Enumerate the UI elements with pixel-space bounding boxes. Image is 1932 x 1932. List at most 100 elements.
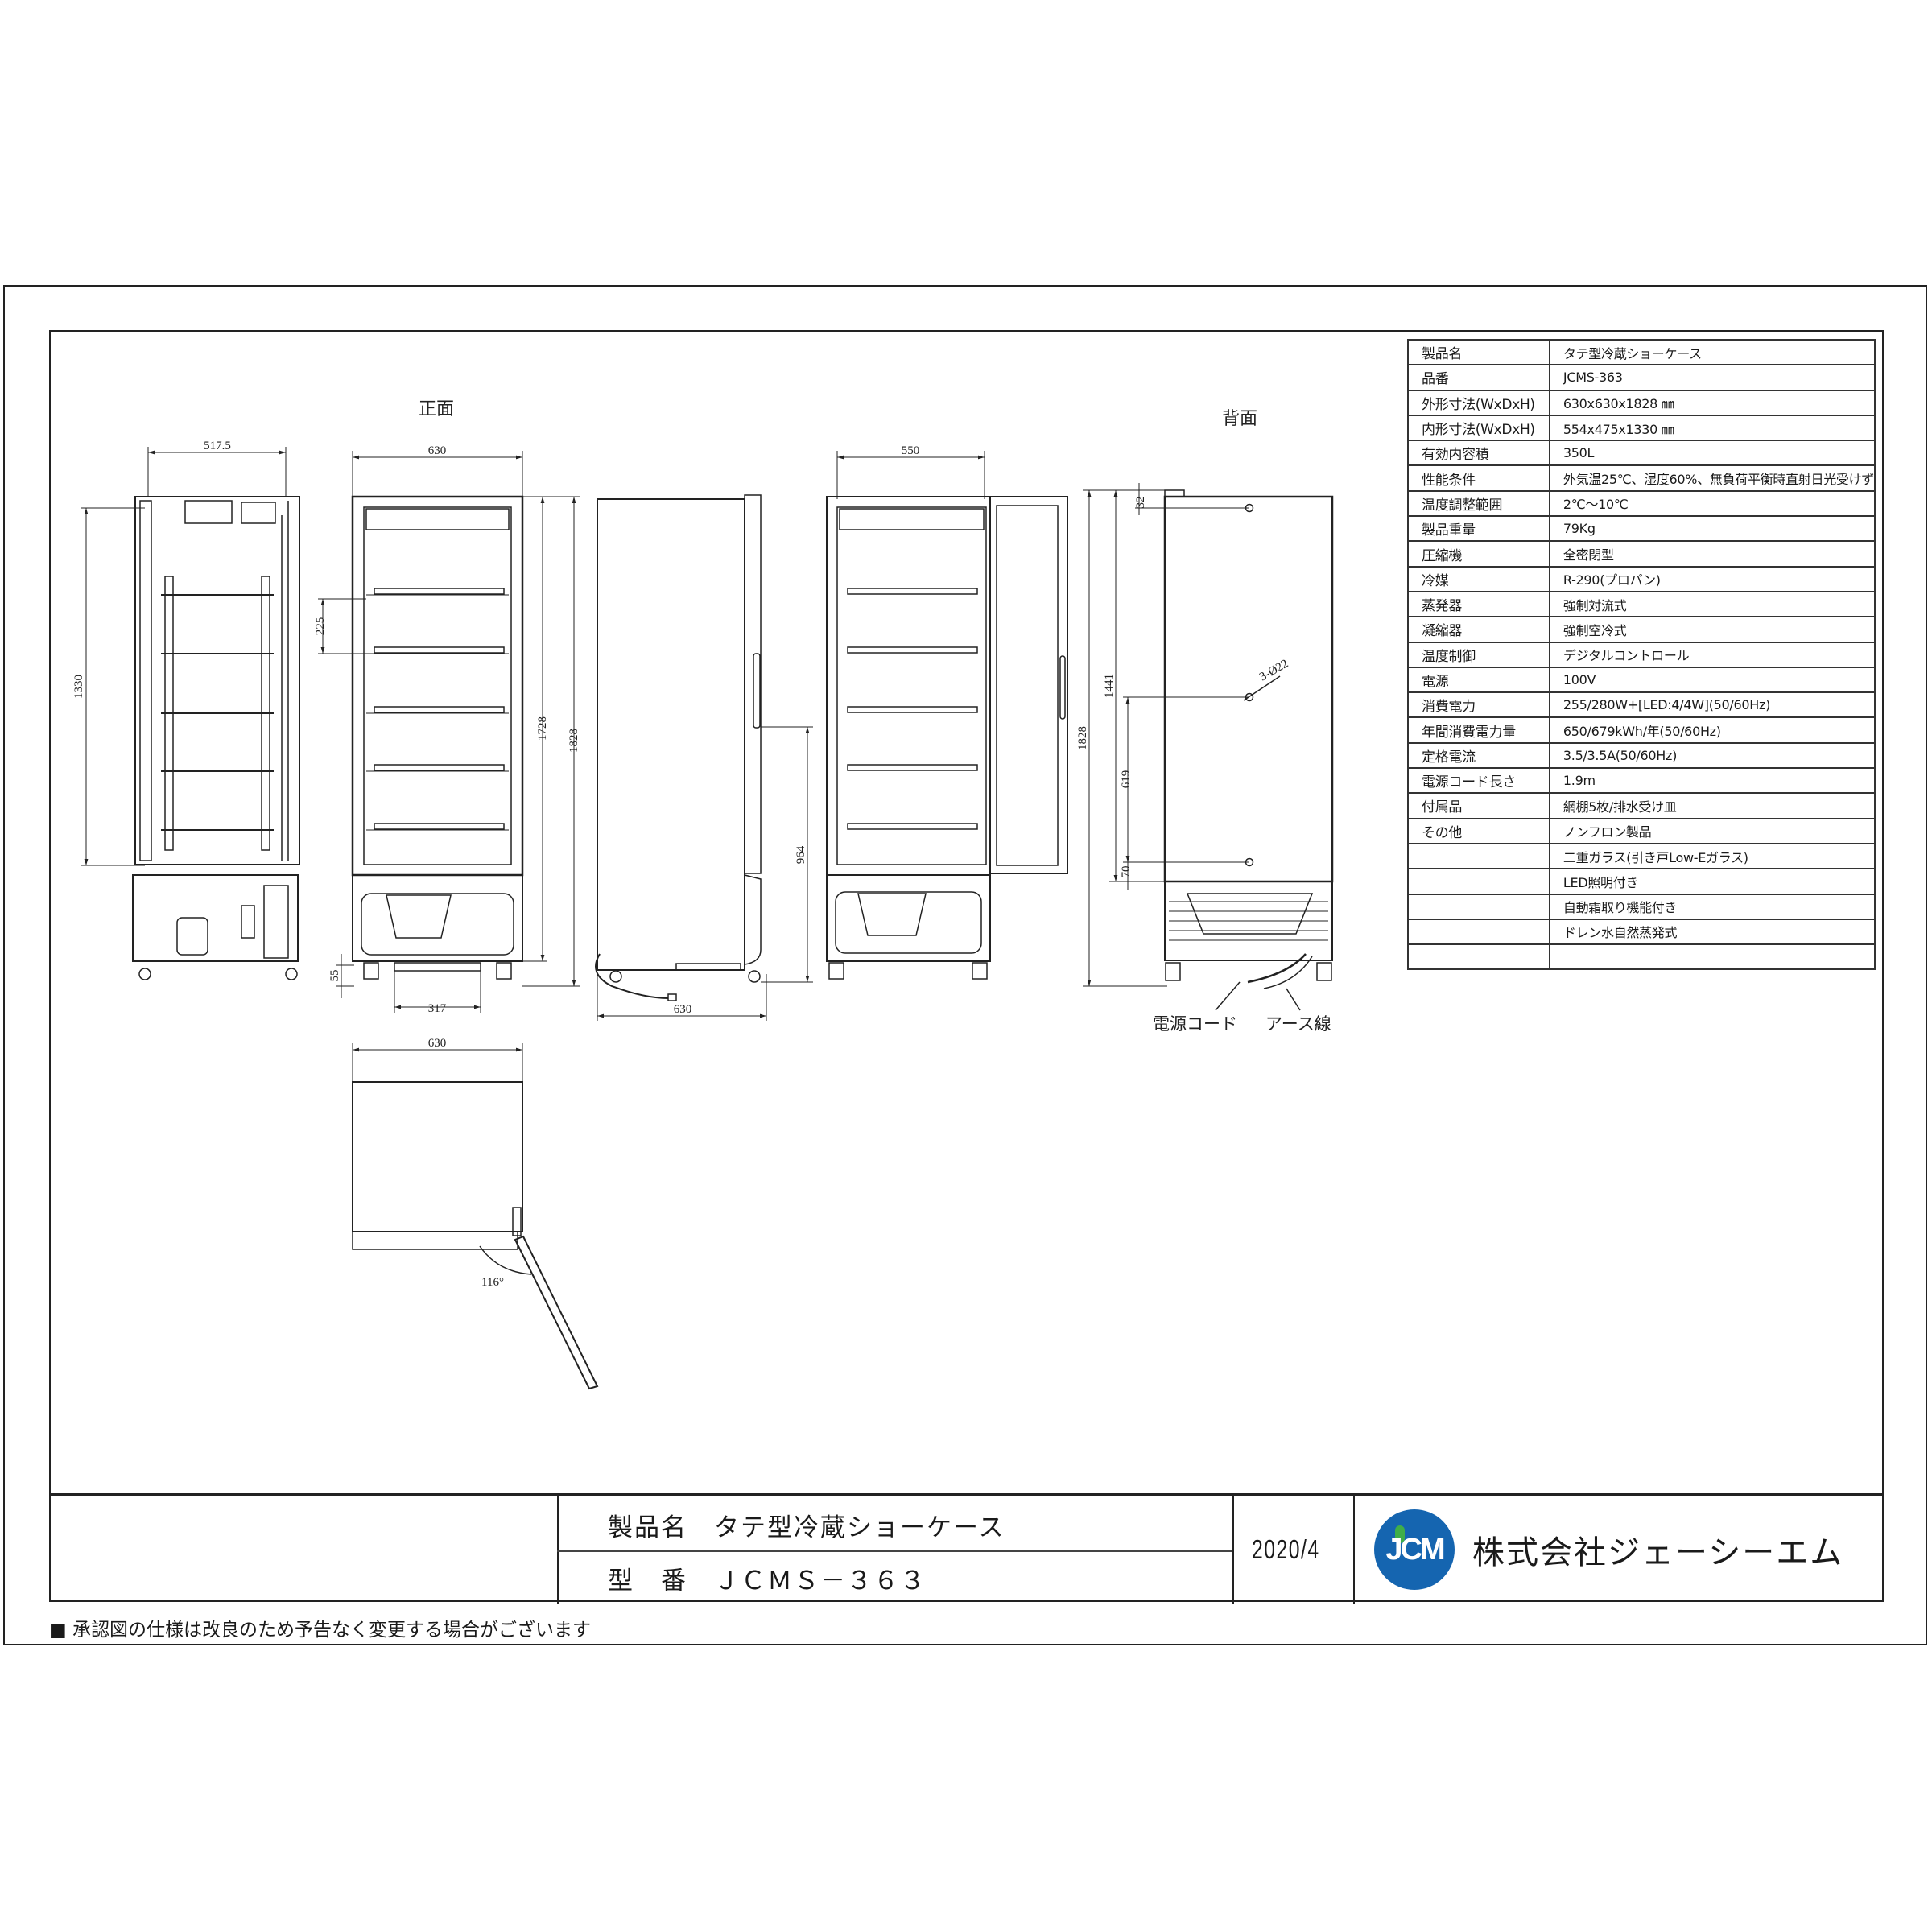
door-angle-arc: [479, 1245, 532, 1275]
spec-value: ノンフロン製品: [1548, 817, 1876, 844]
dim-front-height-total: 1828: [568, 729, 580, 753]
spec-value: デジタルコントロール: [1548, 641, 1876, 668]
dim-shelf-pitch: 225: [314, 617, 327, 636]
spec-label: 圧縮機: [1407, 540, 1550, 568]
spec-label: 製品名: [1407, 338, 1550, 366]
spec-label: [1407, 943, 1550, 971]
spec-label: 温度調整範囲: [1407, 489, 1550, 518]
spec-label: 外形寸法(WxDxH): [1407, 389, 1550, 416]
open-door-outline: [514, 1235, 599, 1390]
drawing-date: 2020/4: [1252, 1534, 1320, 1564]
spec-value: [1548, 943, 1876, 971]
spec-value: 79Kg: [1548, 515, 1876, 543]
dim-rear-height-upper: 1441: [1103, 674, 1116, 698]
spec-value: 1.9m: [1548, 767, 1876, 795]
spec-row: 二重ガラス(引き戸Low-Eガラス): [1407, 842, 1876, 870]
spec-value: 3.5/3.5A(50/60Hz): [1548, 741, 1876, 770]
dim-top-width: 630: [428, 1037, 447, 1050]
dimension-lines: [80, 447, 1249, 1082]
title-block-divider: [557, 1550, 1232, 1552]
spec-label: 蒸発器: [1407, 590, 1550, 618]
top-view: [352, 1081, 599, 1390]
dim-rear-hole-spacing: 619: [1120, 770, 1133, 789]
dim-front-width: 630: [428, 444, 447, 457]
front-shelf: [374, 823, 505, 830]
open-view-shelf: [847, 823, 978, 830]
dimension-labels: 正面 背面 517.5 1330 630 1728 1828 225 55 31…: [72, 399, 1331, 1289]
spec-row: 外形寸法(WxDxH)630x630x1828 ㎜: [1407, 389, 1876, 416]
dim-side-depth: 630: [674, 1003, 692, 1016]
dim-side-inner-width: 517.5: [204, 440, 231, 452]
spec-row: その他ノンフロン製品: [1407, 817, 1876, 844]
spec-value: 強制空冷式: [1548, 616, 1876, 643]
spec-value: 650/679kWh/年(50/60Hz): [1548, 716, 1876, 744]
spec-row: [1407, 943, 1876, 971]
spec-value: 網棚5枚/排水受け皿: [1548, 792, 1876, 819]
spec-row: 蒸発器強制対流式: [1407, 590, 1876, 618]
spec-row: 内形寸法(WxDxH)554x475x1330 ㎜: [1407, 414, 1876, 442]
spec-value: 2℃～10℃: [1548, 489, 1876, 518]
spec-value: LED照明付き: [1548, 868, 1876, 895]
dim-open-width: 550: [902, 444, 920, 457]
spec-value: 554x475x1330 ㎜: [1548, 414, 1876, 442]
spec-value: 強制対流式: [1548, 590, 1876, 618]
dim-rear-top-offset: 32: [1134, 497, 1147, 509]
company-name: 株式会社ジェーシーエム: [1472, 1534, 1844, 1571]
spec-value: 外気温25℃、湿度60%、無負荷平衡時直射日光受けず: [1548, 464, 1876, 492]
spec-row: LED照明付き: [1407, 868, 1876, 895]
title-block-divider: [1353, 1496, 1355, 1604]
dim-rear-height-total: 1828: [1076, 726, 1089, 750]
spec-label: [1407, 842, 1550, 870]
spec-label: 電源: [1407, 666, 1550, 694]
spec-value: 100V: [1548, 666, 1876, 694]
spec-label: 品番: [1407, 364, 1550, 391]
spec-label: 付属品: [1407, 792, 1550, 819]
sheet-outer-border: [3, 285, 1927, 1645]
spec-row: 付属品網棚5枚/排水受け皿: [1407, 792, 1876, 819]
spec-row: 製品名タテ型冷蔵ショーケース: [1407, 338, 1876, 366]
dim-handle-height: 964: [795, 845, 807, 864]
spec-value: 全密閉型: [1548, 540, 1876, 568]
drawing-frame: [49, 330, 1884, 1602]
spec-value: 350L: [1548, 440, 1876, 467]
spec-value: タテ型冷蔵ショーケース: [1548, 338, 1876, 366]
spec-label: [1407, 893, 1550, 920]
spec-value: 255/280W+[LED:4/4W](50/60Hz): [1548, 691, 1876, 719]
company-logo: JCM: [1374, 1509, 1455, 1590]
spec-value: R-290(プロパン): [1548, 565, 1876, 592]
spec-label: 冷媒: [1407, 565, 1550, 592]
view-title-rear: 背面: [1222, 409, 1257, 429]
product-name: 製品名 タテ型冷蔵ショーケース: [608, 1513, 1005, 1542]
logo-accent-dot: [1395, 1525, 1405, 1543]
front-shelf: [374, 646, 505, 654]
front-view: [351, 495, 524, 980]
spec-row: 圧縮機全密閉型: [1407, 540, 1876, 568]
dim-side-inner-height: 1330: [72, 675, 85, 699]
side-elevation-view: [595, 494, 762, 1001]
spec-label: 消費電力: [1407, 691, 1550, 719]
spec-label: [1407, 918, 1550, 946]
dim-door-angle: 116°: [481, 1276, 504, 1289]
spec-label: 定格電流: [1407, 741, 1550, 770]
dim-caster-height: 55: [328, 970, 341, 982]
footer-note: ■ 承認図の仕様は改良のため予告なく変更する場合がございます: [49, 1620, 592, 1641]
spec-value: 630x630x1828 ㎜: [1548, 389, 1876, 416]
spec-row: ドレン水自然蒸発式: [1407, 918, 1876, 946]
rear-view: [1163, 489, 1334, 1011]
spec-label: 年間消費電力量: [1407, 716, 1550, 744]
spec-value: JCMS-363: [1548, 364, 1876, 391]
front-shelf: [374, 706, 505, 713]
side-section-view: [132, 496, 300, 980]
spec-value: 二重ガラス(引き戸Low-Eガラス): [1548, 842, 1876, 870]
open-view-shelf: [847, 764, 978, 771]
title-block-divider: [1232, 1496, 1234, 1604]
